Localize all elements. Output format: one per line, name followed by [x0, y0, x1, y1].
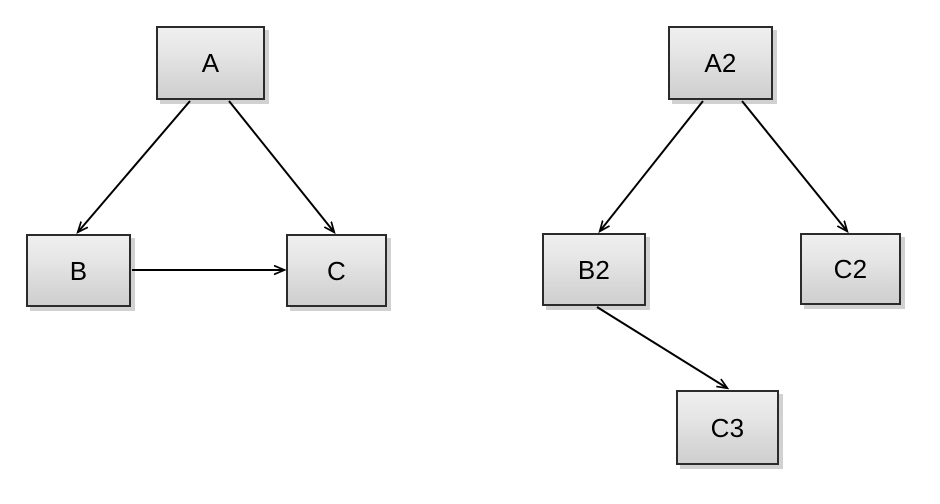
edge-b2-c3[interactable] [596, 306, 727, 388]
edge-a-b[interactable] [78, 100, 191, 232]
edge-a2-c2[interactable] [741, 100, 847, 231]
node-label-a: A [201, 48, 220, 78]
node-c2[interactable]: C2 [800, 233, 901, 305]
node-label-c3: C3 [710, 412, 745, 443]
node-c[interactable]: C [286, 234, 387, 307]
node-a2[interactable]: A2 [668, 26, 773, 100]
node-label-c2: C2 [833, 254, 868, 284]
edge-a-c[interactable] [228, 100, 334, 232]
node-label-c: C [327, 255, 346, 286]
node-label-a2: A2 [704, 48, 737, 78]
node-a[interactable]: A [156, 26, 265, 100]
node-label-b2: B2 [577, 254, 611, 285]
edge-a2-b2[interactable] [600, 100, 704, 231]
node-label-b: B [69, 255, 88, 286]
edges-group [78, 100, 847, 388]
node-b[interactable]: B [26, 234, 131, 307]
node-c3[interactable]: C3 [676, 390, 779, 465]
node-b2[interactable]: B2 [542, 233, 646, 306]
